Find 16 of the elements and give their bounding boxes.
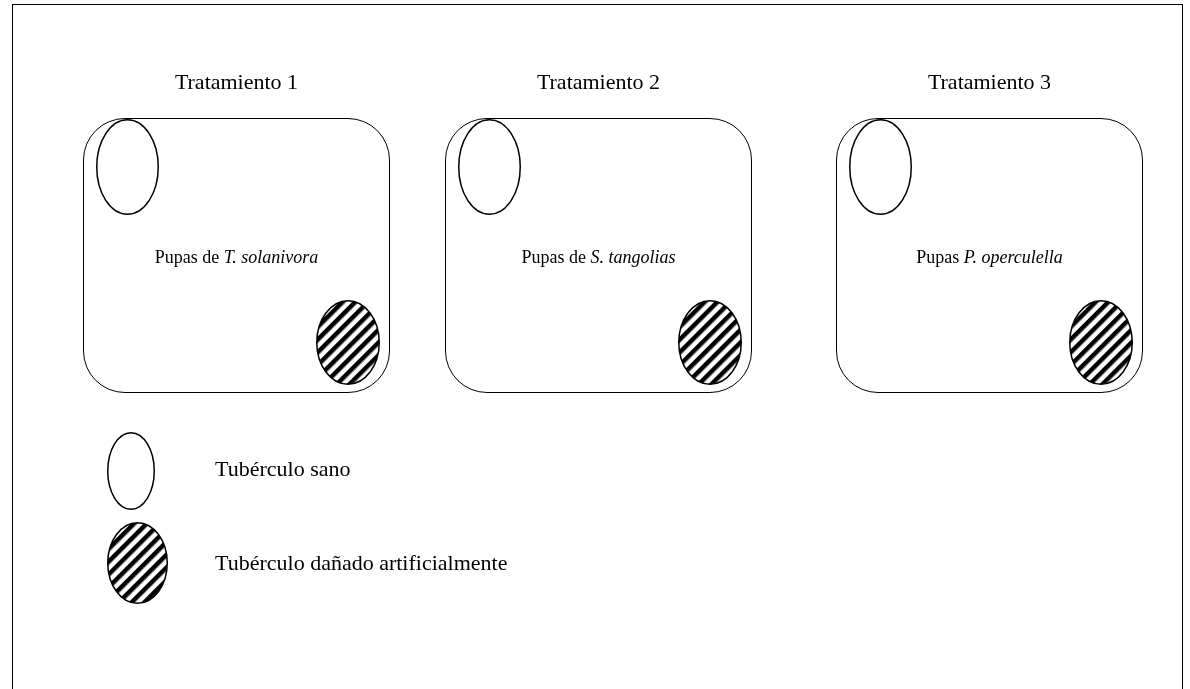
damaged-tuber (1069, 300, 1133, 385)
treatment-heading: Tratamiento 2 (535, 69, 662, 95)
treatment-heading: Tratamiento 1 (173, 69, 300, 95)
pupae-label: Pupas de S. tangolias (520, 247, 677, 268)
damaged-tuber (316, 300, 380, 385)
pupae-label: Pupas de T. solanivora (153, 247, 320, 268)
damaged-tuber (678, 300, 742, 385)
legend-healthy-tuber (107, 432, 155, 510)
legend-damaged-tuber (107, 522, 168, 604)
healthy-tuber (458, 119, 521, 215)
legend-text: Tubérculo dañado artificialmente (215, 550, 508, 576)
treatment-heading: Tratamiento 3 (926, 69, 1053, 95)
legend-text: Tubérculo sano (215, 456, 351, 482)
pupae-label: Pupas P. operculella (915, 247, 1064, 268)
healthy-tuber (849, 119, 912, 215)
healthy-tuber (96, 119, 159, 215)
